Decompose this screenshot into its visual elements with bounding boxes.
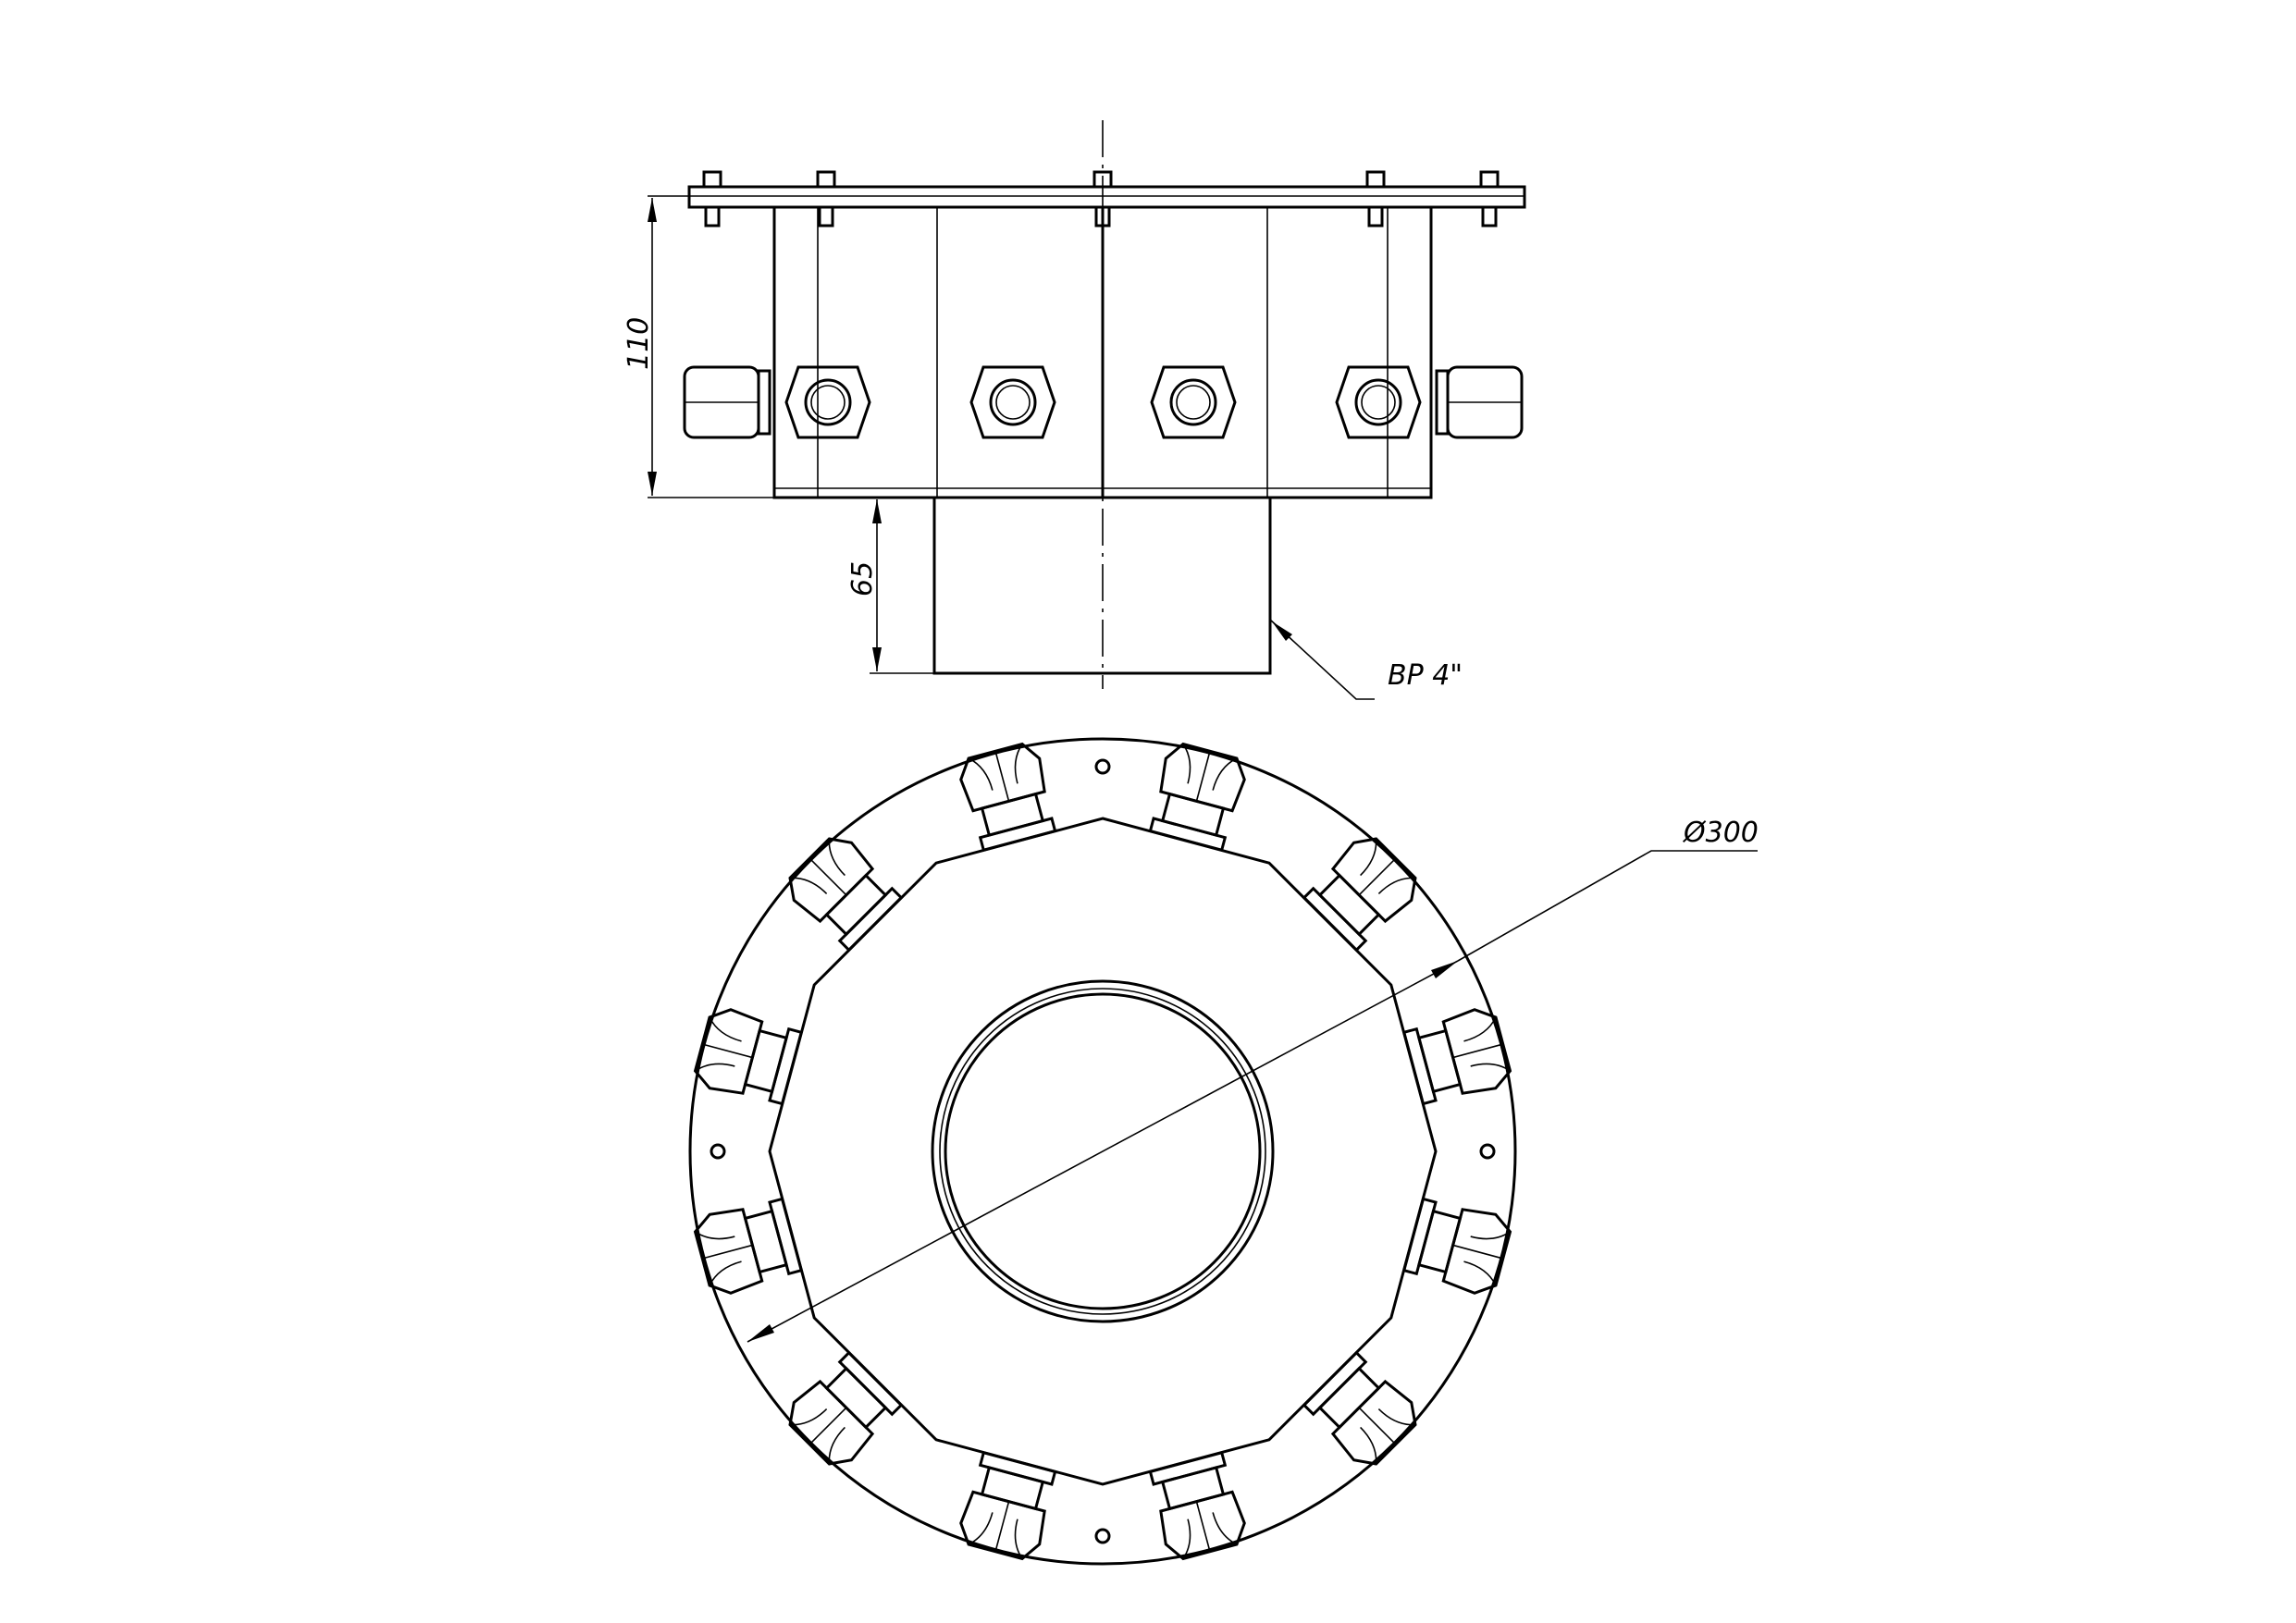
pipe-inner-circle (944, 992, 1262, 1310)
cable-gland (1302, 837, 1417, 953)
bolt-hole (1094, 758, 1111, 775)
cable-gland (788, 1350, 904, 1466)
cable-gland (1401, 1197, 1512, 1295)
pipe-thread-circle (939, 988, 1266, 1315)
arrow-head (1272, 621, 1292, 641)
cable-gland-side (969, 365, 1056, 439)
dimension-110-label: 110 (623, 317, 655, 370)
cable-gland-side-extended (1435, 365, 1524, 439)
cable-gland (959, 742, 1057, 853)
bolt-end (1367, 205, 1384, 227)
diameter-label: Ø300 (1682, 817, 1759, 849)
cable-gland (1148, 1450, 1246, 1561)
bolt-hole (1094, 1528, 1111, 1544)
cable-gland (693, 1008, 804, 1106)
cable-gland-side (784, 365, 871, 439)
bolt-head (1479, 170, 1500, 189)
cable-gland-side (1150, 365, 1237, 439)
arrow-head (648, 198, 657, 222)
cable-gland (1302, 1350, 1417, 1466)
cable-gland (788, 837, 904, 953)
diameter-leader (1457, 850, 1758, 962)
bolt-hole (710, 1143, 726, 1160)
pipe-outer-circle (931, 979, 1275, 1323)
dimension-65-label: 65 (846, 561, 879, 596)
bolt-head (1365, 170, 1386, 189)
flange-plate (687, 185, 1526, 209)
cable-gland (1148, 742, 1246, 853)
cable-gland (693, 1197, 804, 1295)
thread-leader-line (1269, 619, 1375, 700)
flange-outline (688, 737, 1517, 1566)
arrow-head (747, 1324, 774, 1342)
cable-gland-side (1335, 365, 1422, 439)
threaded-pipe (932, 496, 1272, 675)
plan-view: Ø300 (688, 737, 1759, 1566)
bolt-head (1092, 170, 1113, 189)
bolt-end (1481, 205, 1498, 227)
bolt-hole (1479, 1143, 1496, 1160)
bolt-end (704, 205, 721, 227)
bolt-end (818, 205, 834, 227)
diameter-dimension-line (747, 960, 1459, 1343)
arrow-head (872, 499, 882, 523)
arrow-head (1431, 961, 1458, 978)
bolt-head (702, 170, 722, 189)
cable-gland-side-extended (683, 365, 772, 439)
bolt-end (1094, 205, 1111, 227)
body-dodecagon (768, 817, 1438, 1486)
thread-callout-label: ВР 4" (1388, 659, 1463, 692)
arrow-head (872, 647, 882, 671)
cable-gland (959, 1450, 1057, 1561)
side-view: 110 65 ВР 4" (623, 120, 1526, 700)
arrow-head (648, 472, 657, 496)
bolt-head (816, 170, 836, 189)
cable-gland (1401, 1008, 1512, 1106)
